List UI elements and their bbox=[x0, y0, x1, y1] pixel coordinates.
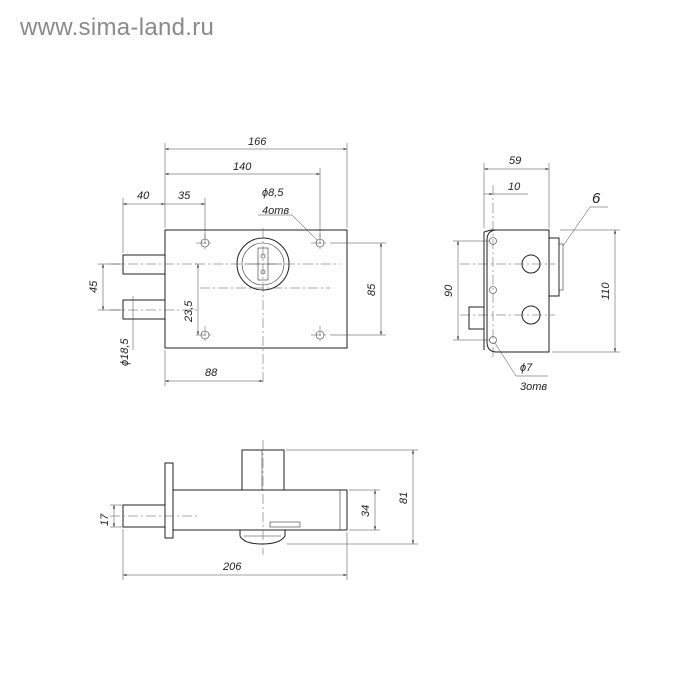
hole-count: 4отв bbox=[262, 205, 289, 217]
site-watermark: www.sima-land.ru bbox=[20, 14, 215, 41]
lock-body-front bbox=[164, 229, 348, 349]
dim-110: 110 bbox=[600, 282, 612, 300]
hole-diameter: ϕ8,5 bbox=[262, 187, 284, 199]
dim-17: 17 bbox=[99, 513, 111, 526]
dim-34: 34 bbox=[360, 505, 372, 517]
cylinder-protrusion bbox=[548, 237, 560, 297]
dim-140: 140 bbox=[233, 161, 252, 173]
dim-206: 206 bbox=[222, 561, 242, 573]
face-plate bbox=[164, 462, 174, 539]
dim-45: 45 bbox=[88, 280, 100, 293]
bolt-diameter: ϕ18,5 bbox=[119, 338, 131, 366]
front-view: 166 140 40 35 ϕ8,5 4отв 45 85 23,5 ϕ18,5 bbox=[88, 136, 386, 386]
dim-35: 35 bbox=[178, 190, 191, 202]
top-view: 17 34 81 206 bbox=[99, 440, 418, 580]
dim-81: 81 bbox=[398, 492, 410, 504]
dim-166: 166 bbox=[248, 136, 267, 148]
dim-59: 59 bbox=[509, 155, 521, 167]
label-6: 6 bbox=[592, 190, 601, 207]
dim-10: 10 bbox=[508, 181, 521, 193]
side-hole-diameter: ϕ7 bbox=[520, 362, 533, 374]
dim-88: 88 bbox=[205, 367, 218, 379]
dim-90: 90 bbox=[443, 284, 455, 297]
side-view: 59 10 6 90 110 ϕ7 3отв bbox=[443, 155, 620, 393]
side-hole-count: 3отв bbox=[520, 381, 547, 393]
bolt-lower bbox=[122, 299, 166, 320]
bolt-upper bbox=[122, 254, 166, 275]
key-slot bbox=[269, 521, 301, 528]
bolt-end bbox=[468, 306, 485, 330]
dim-40: 40 bbox=[137, 190, 150, 202]
lock-body-side bbox=[486, 229, 550, 353]
cylinder-bottom bbox=[239, 530, 286, 545]
dim-23-5: 23,5 bbox=[183, 300, 195, 323]
lock-body-top bbox=[172, 489, 348, 531]
dim-85: 85 bbox=[366, 283, 378, 296]
